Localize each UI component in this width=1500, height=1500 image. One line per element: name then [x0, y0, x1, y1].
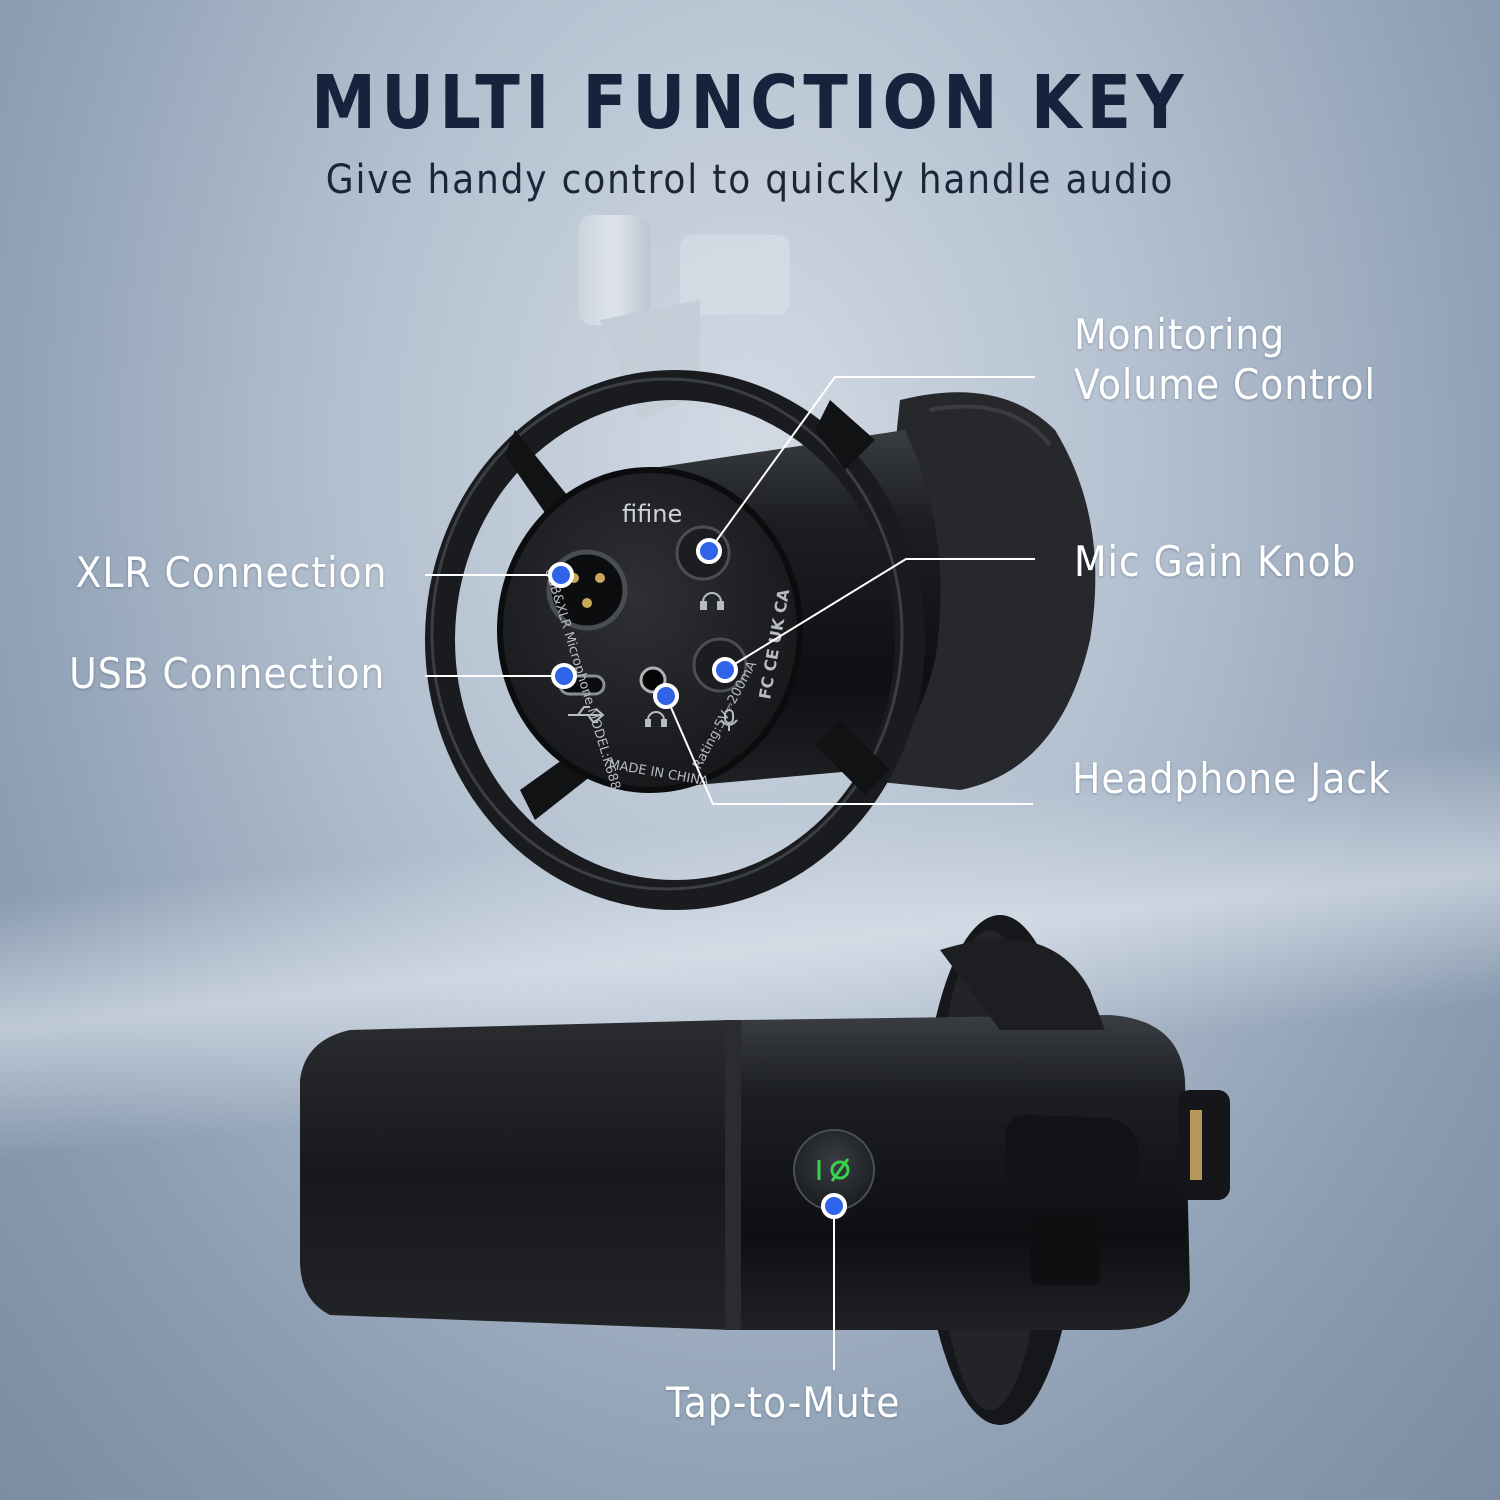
usb-icon	[568, 706, 605, 723]
page-subtitle: Give handy control to quickly handle aud…	[325, 157, 1175, 203]
leader-gain	[724, 558, 1035, 671]
mic-icon	[720, 709, 738, 731]
mute-icon	[817, 1158, 850, 1182]
callout-monitoring-line1: Monitoring	[1074, 310, 1286, 359]
callout-monitoring-line2: Volume Control	[1074, 360, 1376, 409]
page-title: MULTI FUNCTION KEY	[311, 60, 1189, 146]
callout-monitoring-volume: Monitoring Volume Control	[1074, 310, 1376, 410]
headphone-icon	[700, 592, 724, 610]
marker-gain	[712, 657, 738, 683]
marker-mute	[821, 1193, 847, 1219]
callout-usb: USB Connection	[68, 649, 385, 698]
leader-headphone	[665, 695, 1033, 805]
callout-markers	[548, 538, 847, 1219]
mic-rear-view	[425, 370, 1096, 910]
marker-monitoring	[696, 538, 722, 564]
boom-arm-mount	[578, 215, 790, 420]
leader-lines	[425, 376, 1035, 1370]
callout-headphone-jack: Headphone Jack	[1072, 754, 1391, 803]
mic-side-view	[300, 915, 1230, 1425]
marker-headphone	[653, 683, 679, 709]
brand-logo: fifine	[622, 500, 682, 528]
marker-usb	[551, 663, 577, 689]
callout-tap-to-mute: Tap-to-Mute	[666, 1378, 901, 1427]
callout-mic-gain: Mic Gain Knob	[1074, 537, 1357, 586]
leader-monitoring	[708, 376, 1035, 552]
marker-xlr	[548, 562, 574, 588]
callout-xlr: XLR Connection	[75, 548, 387, 597]
headphone-jack-icon	[645, 711, 667, 727]
